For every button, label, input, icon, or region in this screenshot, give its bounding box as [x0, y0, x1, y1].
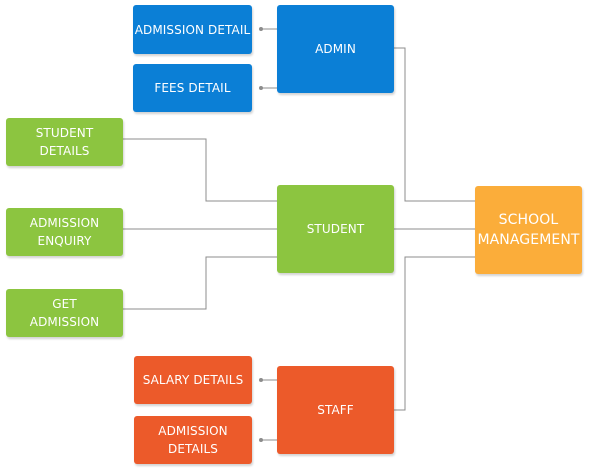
connector-dot-admission-detail — [259, 27, 263, 31]
connector-dot-salary-details — [259, 378, 263, 382]
student-node[interactable]: STUDENT — [277, 185, 394, 273]
fees-detail-node[interactable]: FEES DETAIL — [133, 64, 252, 112]
student-details-label: STUDENT DETAILS — [35, 126, 94, 158]
connector-admin-to-school-management — [394, 47, 475, 202]
staff-label: STAFF — [317, 403, 354, 417]
admission-detail-label: ADMISSION DETAIL — [134, 22, 251, 37]
connector-dot-fees-detail — [259, 86, 263, 90]
admission-enquiry-node[interactable]: ADMISSION ENQUIRY — [6, 208, 123, 256]
salary-details-node[interactable]: SALARY DETAILS — [134, 356, 252, 404]
connector-staff-to-school-management — [394, 256, 475, 411]
get-admission-label: GET ADMISSION — [29, 297, 100, 329]
school-management-node[interactable]: SCHOOL MANAGEMENT — [475, 186, 582, 274]
staff-node[interactable]: STAFF — [277, 366, 394, 454]
fees-detail-label: FEES DETAIL — [154, 81, 231, 95]
admission-enquiry-label: ADMISSION ENQUIRY — [29, 216, 100, 248]
admission-details-label: ADMISSION DETAILS — [158, 424, 228, 456]
connector-get-admission-to-student — [123, 256, 277, 310]
connector-dot-admission-details — [259, 438, 263, 442]
admin-node[interactable]: ADMIN — [277, 5, 394, 93]
salary-details-label: SALARY DETAILS — [142, 373, 244, 387]
admission-detail-node[interactable]: ADMISSION DETAIL — [133, 5, 252, 54]
admission-details-node[interactable]: ADMISSION DETAILS — [134, 416, 252, 464]
connector-student-details-to-student — [123, 138, 277, 202]
student-details-node[interactable]: STUDENT DETAILS — [6, 118, 123, 166]
student-label: STUDENT — [306, 222, 365, 236]
admin-label: ADMIN — [315, 42, 356, 56]
school-management-label: SCHOOL MANAGEMENT — [477, 212, 580, 248]
get-admission-node[interactable]: GET ADMISSION — [6, 289, 123, 337]
